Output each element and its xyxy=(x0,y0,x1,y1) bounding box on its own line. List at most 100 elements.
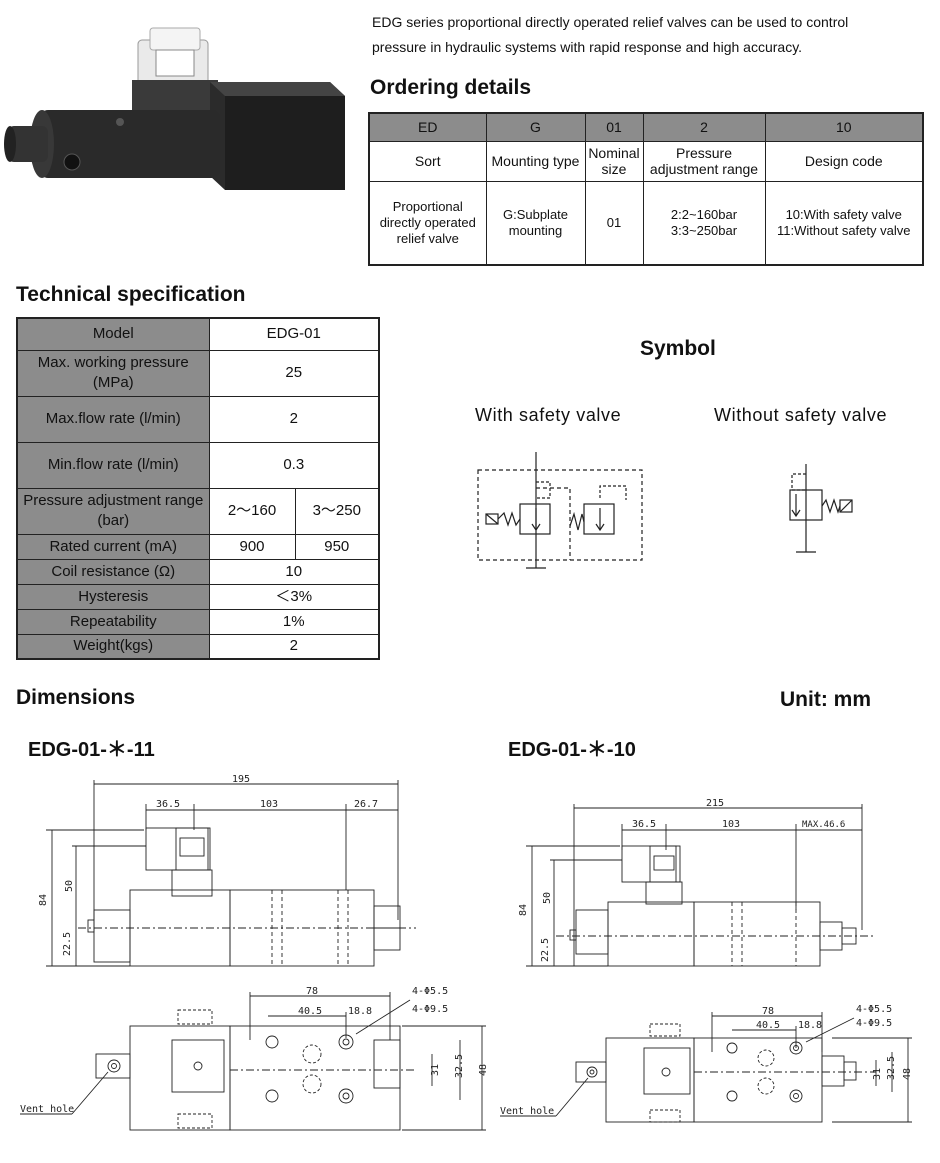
spec-label: Rated current (mA) xyxy=(16,533,210,560)
spec-row: Pressure adjustment range (bar) 2～160 3～… xyxy=(16,487,380,535)
intro-text: EDG series proportional directly operate… xyxy=(372,10,932,60)
symbol-with-label: With safety valve xyxy=(475,405,622,425)
design-option-1: 10:With safety valve xyxy=(785,206,902,222)
right-dim-w3: 48 xyxy=(902,1068,913,1080)
value-cell: 10:With safety valve 11:Without safety v… xyxy=(764,180,924,266)
right-dim-h3: 22.5 xyxy=(540,938,551,962)
left-dim-h1: 84 xyxy=(38,894,49,906)
spec-label: Min.flow rate (l/min) xyxy=(16,441,210,489)
right-dim-c: MAX.46.6 xyxy=(802,820,845,830)
spec-row: Model EDG-01 xyxy=(16,317,380,351)
right-vent-label: Vent hole xyxy=(500,1106,554,1117)
pressure-option-1: 2:2~160bar xyxy=(670,206,738,222)
spec-row: Repeatability 1% xyxy=(16,608,380,635)
spec-value: 3～250 xyxy=(294,487,380,535)
right-dim-p2: 40.5 xyxy=(756,1020,780,1031)
left-dim-p3: 18.8 xyxy=(348,1006,372,1017)
spec-label: Max.flow rate (l/min) xyxy=(16,395,210,443)
value-cell: Proportional directly operated relief va… xyxy=(368,180,487,266)
spec-value: 2～160 xyxy=(208,487,296,535)
right-drawing-title: EDG-01-＊-10 xyxy=(508,739,636,761)
product-photo xyxy=(0,0,360,210)
left-dim-a: 36.5 xyxy=(156,799,180,810)
right-dim-hole2: 4-Φ9.5 xyxy=(856,1018,892,1029)
left-dim-overall: 195 xyxy=(232,774,250,785)
design-option-2: 11:Without safety valve xyxy=(777,222,911,238)
code-cell: 2 xyxy=(642,112,766,142)
right-dim-a: 36.5 xyxy=(632,819,656,830)
left-dimension-drawing: 195 36.5 103 26.7 84 50 22.5 78 40.5 18.… xyxy=(20,774,489,1131)
left-dim-h2: 50 xyxy=(64,880,75,892)
right-dim-p3: 18.8 xyxy=(798,1020,822,1031)
left-dim-b: 103 xyxy=(260,799,278,810)
left-dim-c: 26.7 xyxy=(354,799,378,810)
value-cell: G:Subplate mounting xyxy=(485,180,586,266)
label-cell: Mounting type xyxy=(485,140,586,182)
left-dim-h3: 22.5 xyxy=(62,932,73,956)
right-dim-h2: 50 xyxy=(542,892,553,904)
spec-value: 950 xyxy=(294,533,380,560)
spec-row: Coil resistance (Ω) 10 xyxy=(16,558,380,585)
spec-row: Max.flow rate (l/min) 2 xyxy=(16,395,380,443)
left-dim-p1: 78 xyxy=(306,986,318,997)
right-dim-hole1: 4-Φ5.5 xyxy=(856,1004,892,1015)
spec-label: Repeatability xyxy=(16,608,210,635)
spec-value: ＜3% xyxy=(208,583,380,610)
right-dim-h1: 84 xyxy=(518,904,529,916)
symbol-without-safety-valve xyxy=(789,464,853,553)
left-drawing-title: EDG-01-＊-11 xyxy=(28,739,155,761)
spec-value: 900 xyxy=(208,533,296,560)
spec-label: Weight(kgs) xyxy=(16,633,210,660)
left-dim-hole2: 4-Φ9.5 xyxy=(412,1004,448,1015)
spec-label: Model xyxy=(16,317,210,351)
left-vent-label: Vent hole xyxy=(20,1104,74,1115)
ordering-value-row: Proportional directly operated relief va… xyxy=(368,180,924,266)
spec-row: Hysteresis ＜3% xyxy=(16,583,380,610)
ordering-label-row: Sort Mounting type Nominal size Pressure… xyxy=(368,140,924,182)
symbol-title: Symbol xyxy=(640,337,716,360)
ordering-code-row: ED G 01 2 10 xyxy=(368,112,924,142)
right-dim-w2: 32.5 xyxy=(886,1056,897,1080)
left-dim-hole1: 4-Φ5.5 xyxy=(412,986,448,997)
spec-row: Rated current (mA) 900 950 xyxy=(16,533,380,560)
value-cell: 01 xyxy=(584,180,644,266)
right-dim-overall: 215 xyxy=(706,798,724,809)
label-cell: Nominal size xyxy=(584,140,644,182)
right-dim-p1: 78 xyxy=(762,1006,774,1017)
left-dim-w1: 31 xyxy=(430,1064,441,1076)
code-cell: G xyxy=(485,112,586,142)
code-cell: 10 xyxy=(764,112,924,142)
pressure-option-2: 3:3~250bar xyxy=(670,222,738,238)
right-dim-b: 103 xyxy=(722,819,740,830)
spec-value: 2 xyxy=(208,633,380,660)
spec-label: Hysteresis xyxy=(16,583,210,610)
spec-value: 25 xyxy=(208,349,380,397)
code-cell: 01 xyxy=(584,112,644,142)
intro-line-2: pressure in hydraulic systems with rapid… xyxy=(372,39,803,55)
label-cell: Design code xyxy=(764,140,924,182)
spec-value: 10 xyxy=(208,558,380,585)
spec-row: Max. working pressure (MPa) 25 xyxy=(16,349,380,397)
spec-label: Coil resistance (Ω) xyxy=(16,558,210,585)
unit-label: Unit: mm xyxy=(780,688,871,711)
symbol-with-safety-valve xyxy=(477,452,643,569)
spec-label: Max. working pressure (MPa) xyxy=(16,349,210,397)
symbol-without-label: Without safety valve xyxy=(714,405,888,425)
spec-label: Pressure adjustment range (bar) xyxy=(16,487,210,535)
spec-value: 2 xyxy=(208,395,380,443)
left-dim-p2: 40.5 xyxy=(298,1006,322,1017)
spec-value: EDG-01 xyxy=(208,317,380,351)
spec-value: 1% xyxy=(208,608,380,635)
left-dim-w3: 48 xyxy=(478,1064,489,1076)
spec-title: Technical specification xyxy=(16,283,246,306)
left-dim-w2: 32.5 xyxy=(454,1054,465,1078)
intro-line-1: EDG series proportional directly operate… xyxy=(372,14,849,30)
label-cell: Sort xyxy=(368,140,487,182)
right-dim-w1: 31 xyxy=(872,1068,883,1080)
right-dimension-drawing: 215 36.5 103 MAX.46.6 84 50 22.5 78 40.5… xyxy=(500,798,913,1123)
spec-value: 0.3 xyxy=(208,441,380,489)
value-cell: 2:2~160bar 3:3~250bar xyxy=(642,180,766,266)
ordering-table: ED G 01 2 10 Sort Mounting type Nominal … xyxy=(368,112,924,266)
spec-row: Min.flow rate (l/min) 0.3 xyxy=(16,441,380,489)
dimensions-title: Dimensions xyxy=(16,686,136,709)
